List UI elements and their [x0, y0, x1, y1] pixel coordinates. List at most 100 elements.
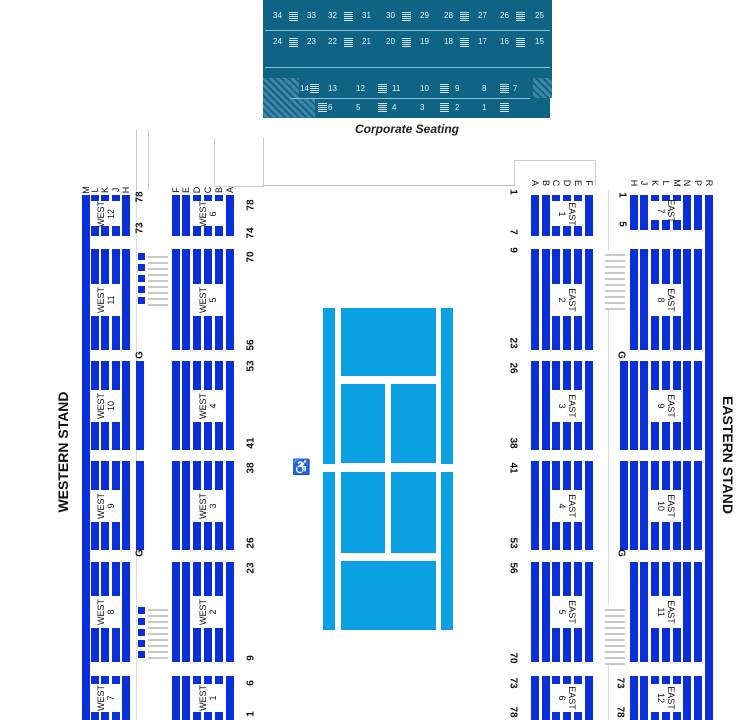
seat-row-R[interactable]	[705, 195, 713, 720]
accessible-seat[interactable]	[138, 640, 145, 647]
accessible-seat[interactable]	[138, 253, 145, 260]
corporate-box-number[interactable]: 24	[273, 37, 282, 46]
seat-row-A[interactable]	[226, 249, 234, 350]
seat-row-A[interactable]	[531, 461, 539, 550]
corporate-box-number[interactable]: 11	[392, 84, 401, 93]
corporate-box-number[interactable]: 17	[478, 37, 487, 46]
corporate-box-number[interactable]: 31	[362, 11, 371, 20]
corporate-box-number[interactable]: 10	[420, 84, 429, 93]
seat-row-A[interactable]	[531, 249, 539, 350]
corporate-box-number[interactable]: 15	[535, 37, 544, 46]
seat-row-H[interactable]	[122, 249, 130, 350]
seat-row-H[interactable]	[122, 562, 130, 662]
corporate-box-number[interactable]: 16	[500, 37, 509, 46]
seat-row-A[interactable]	[226, 195, 234, 236]
seat-row-N[interactable]	[683, 461, 691, 550]
corporate-box-number[interactable]: 26	[500, 11, 509, 20]
seat-row-F[interactable]	[172, 461, 180, 550]
seat-row-E[interactable]	[182, 461, 190, 550]
corporate-box-number[interactable]: 6	[328, 103, 333, 112]
seat-row-F[interactable]	[172, 361, 180, 450]
seat-row-E[interactable]	[182, 361, 190, 450]
seat-row-H[interactable]	[122, 676, 130, 720]
corporate-box-number[interactable]: 29	[420, 11, 429, 20]
seat-row-P[interactable]	[694, 676, 702, 720]
seat-row-J[interactable]	[640, 562, 648, 662]
seat-row-H[interactable]	[630, 195, 638, 230]
seat-row-N[interactable]	[683, 195, 691, 230]
corporate-box-number[interactable]: 8	[482, 84, 487, 93]
seat-row-F[interactable]	[172, 249, 180, 350]
seat-row-N[interactable]	[683, 676, 691, 720]
corporate-box-number[interactable]: 4	[392, 103, 397, 112]
seat-row-N[interactable]	[683, 562, 691, 662]
seat-row-H[interactable]	[630, 249, 638, 350]
seat-row-B[interactable]	[542, 361, 550, 450]
seat-row-P[interactable]	[694, 195, 702, 230]
seat-row-E[interactable]	[182, 249, 190, 350]
seat-row-A[interactable]	[531, 562, 539, 662]
seat-row-G[interactable]	[620, 361, 628, 450]
accessible-seat[interactable]	[138, 629, 145, 636]
seat-row-P[interactable]	[694, 361, 702, 450]
seat-row-F[interactable]	[585, 461, 593, 550]
seat-row-B[interactable]	[542, 249, 550, 350]
seat-row-F[interactable]	[585, 249, 593, 350]
seat-row-N[interactable]	[683, 249, 691, 350]
corporate-box-number[interactable]: 23	[307, 37, 316, 46]
seat-row-B[interactable]	[542, 562, 550, 662]
corporate-box-number[interactable]: 2	[455, 103, 460, 112]
seat-row-G[interactable]	[620, 461, 628, 550]
corporate-box-number[interactable]: 21	[362, 37, 371, 46]
seat-row-H[interactable]	[122, 461, 130, 550]
corporate-box-number[interactable]: 18	[444, 37, 453, 46]
seat-row-A[interactable]	[531, 361, 539, 450]
seat-row-A[interactable]	[226, 361, 234, 450]
seat-row-A[interactable]	[226, 461, 234, 550]
seat-row-H[interactable]	[122, 361, 130, 450]
seat-row-M[interactable]	[82, 195, 90, 720]
corporate-box-number[interactable]: 27	[478, 11, 487, 20]
accessible-seat[interactable]	[138, 275, 145, 282]
seat-row-F[interactable]	[172, 676, 180, 720]
corporate-box-number[interactable]: 33	[307, 11, 316, 20]
corporate-box-number[interactable]: 25	[535, 11, 544, 20]
seat-row-H[interactable]	[630, 562, 638, 662]
corporate-box-number[interactable]: 7	[513, 84, 518, 93]
seat-row-B[interactable]	[542, 195, 550, 236]
seat-row-B[interactable]	[542, 461, 550, 550]
seat-row-F[interactable]	[585, 676, 593, 720]
seat-row-E[interactable]	[182, 676, 190, 720]
seat-row-A[interactable]	[226, 562, 234, 662]
corporate-box-number[interactable]: 20	[386, 37, 395, 46]
corporate-box-number[interactable]: 28	[444, 11, 453, 20]
seat-row-A[interactable]	[531, 676, 539, 720]
seat-row-N[interactable]	[683, 361, 691, 450]
accessible-seat[interactable]	[138, 286, 145, 293]
corporate-box-number[interactable]: 14	[300, 84, 309, 93]
seat-row-A[interactable]	[531, 195, 539, 236]
accessible-seat[interactable]	[138, 264, 145, 271]
seat-row-E[interactable]	[182, 195, 190, 236]
corporate-box-number[interactable]: 30	[386, 11, 395, 20]
